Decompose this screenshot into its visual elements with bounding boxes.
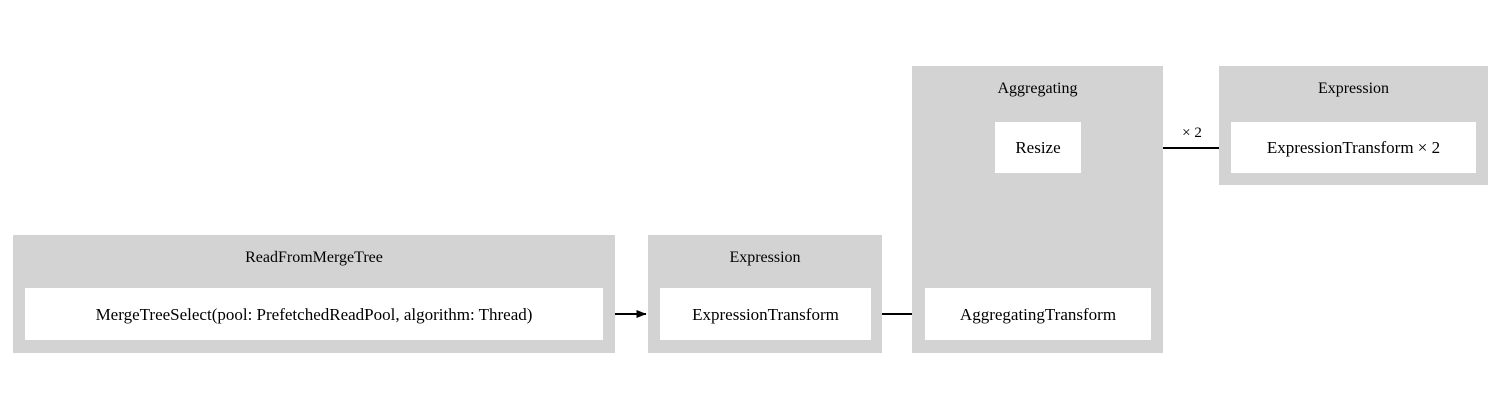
node-resize[interactable]: Resize xyxy=(995,122,1081,173)
node-label-merge-tree-select: MergeTreeSelect(pool: PrefetchedReadPool… xyxy=(95,304,533,324)
node-merge-tree-select[interactable]: MergeTreeSelect(pool: PrefetchedReadPool… xyxy=(25,288,603,340)
cluster-title-aggregating: Aggregating xyxy=(997,80,1078,97)
edge-label-resize-to-expression-right: × 2 xyxy=(1182,125,1202,141)
node-label-expression-transform: ExpressionTransform xyxy=(692,304,839,324)
cluster-title-expression-left: Expression xyxy=(729,249,801,266)
node-label-resize: Resize xyxy=(1015,138,1061,157)
node-label-aggregating-transform: AggregatingTransform xyxy=(959,304,1117,324)
cluster-title-expression-right: Expression xyxy=(1317,80,1390,97)
node-aggregating-transform[interactable]: AggregatingTransform xyxy=(925,288,1151,340)
node-expression-transform[interactable]: ExpressionTransform xyxy=(660,288,871,340)
node-label-expression-transform-x2: ExpressionTransform × 2 xyxy=(1266,138,1441,157)
node-expression-transform-x2[interactable]: ExpressionTransform × 2 xyxy=(1231,122,1476,173)
cluster-title-read-from-merge-tree: ReadFromMergeTree xyxy=(245,249,383,266)
